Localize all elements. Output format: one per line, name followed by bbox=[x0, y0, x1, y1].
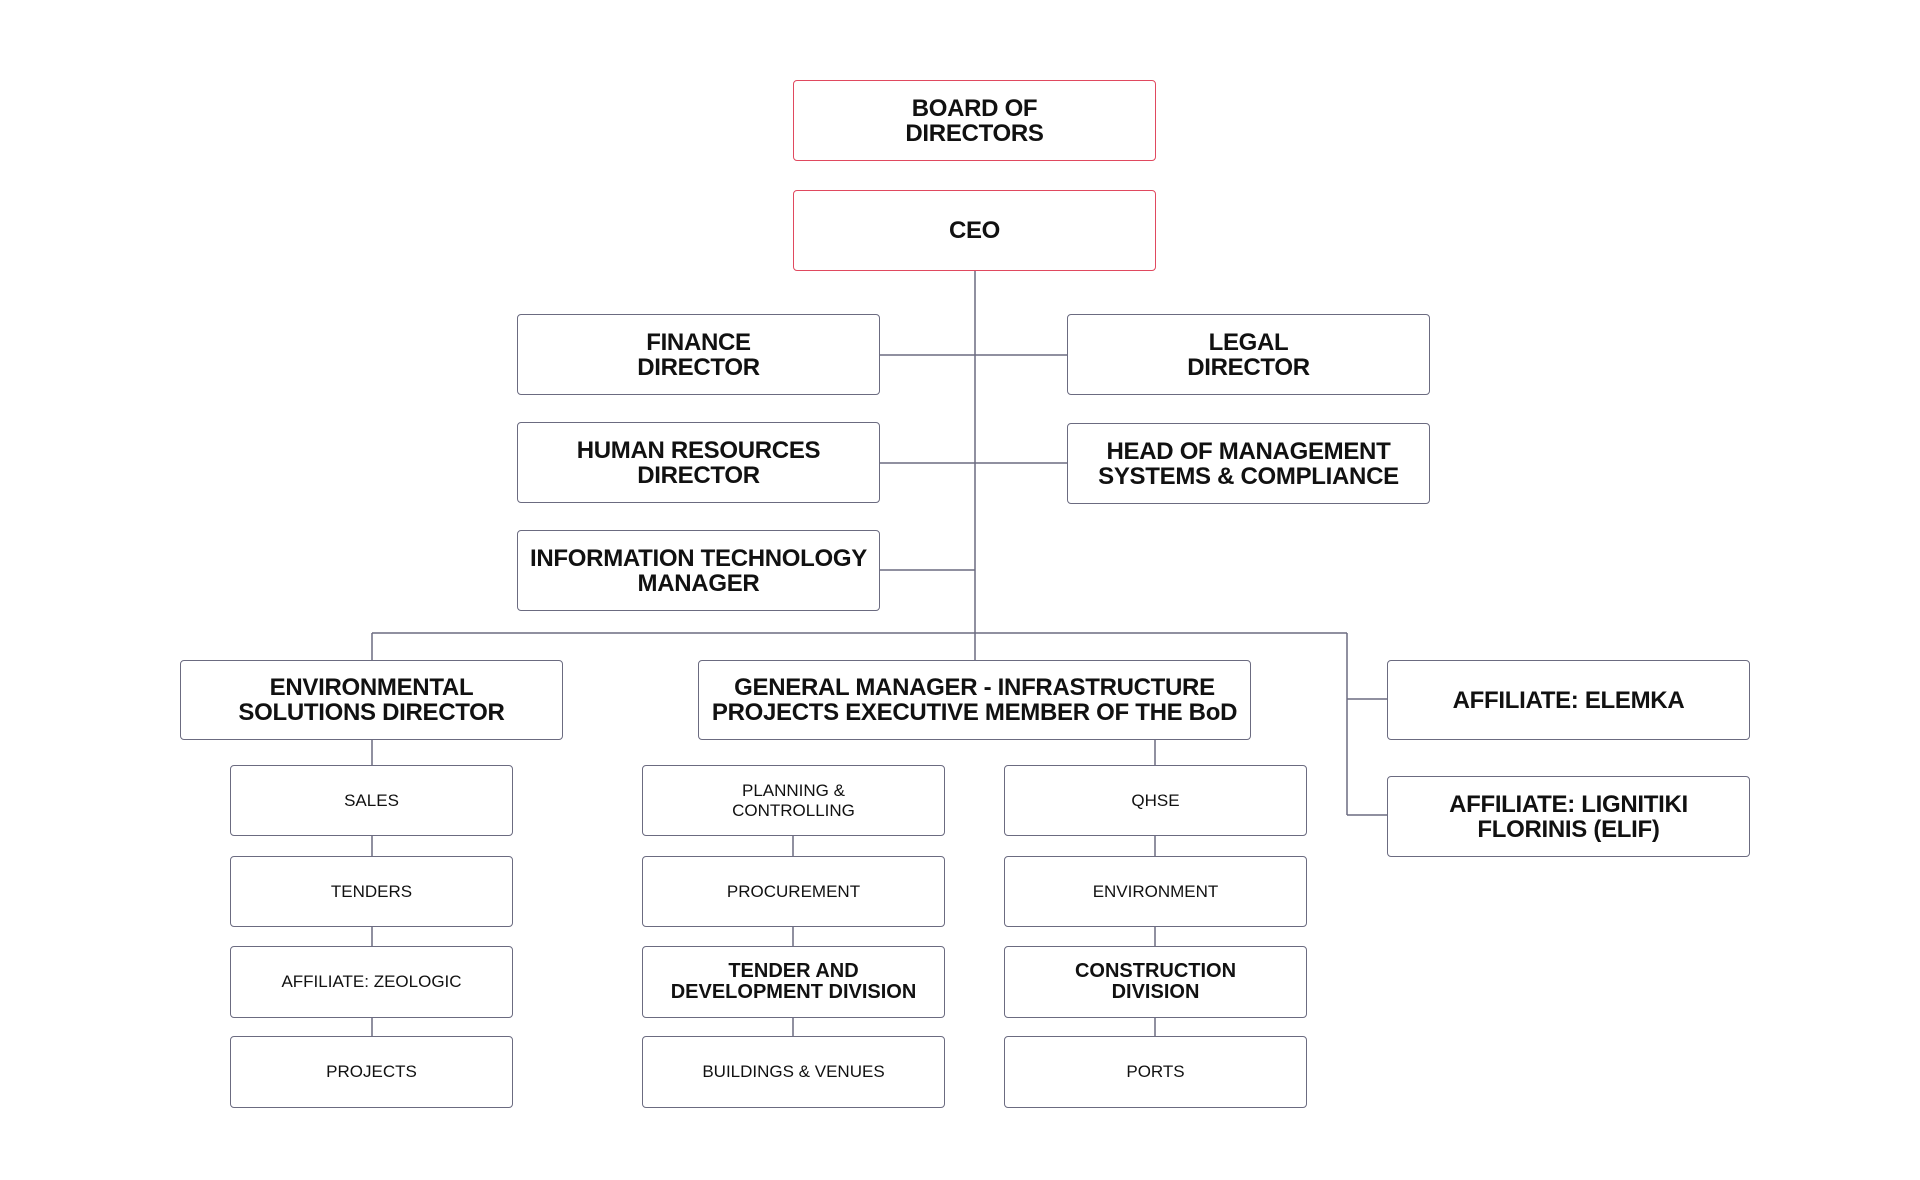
affiliate-elemka-label: AFFILIATE: ELEMKA bbox=[1452, 686, 1685, 714]
qhse-label: QHSE bbox=[1131, 790, 1180, 810]
finance-director-label: FINANCE DIRECTOR bbox=[637, 328, 760, 381]
construction-division-box: CONSTRUCTION DIVISION bbox=[1004, 946, 1307, 1018]
projects-box: PROJECTS bbox=[230, 1036, 513, 1108]
tenders-label: TENDERS bbox=[330, 881, 413, 901]
hr-director-label: HUMAN RESOURCES DIRECTOR bbox=[576, 436, 821, 489]
planning-controlling-label: PLANNING & CONTROLLING bbox=[732, 780, 855, 820]
ports-label: PORTS bbox=[1126, 1062, 1185, 1081]
tenders-box: TENDERS bbox=[230, 856, 513, 927]
legal-director-box: LEGAL DIRECTOR bbox=[1067, 314, 1430, 395]
gm-infrastructure-box: GENERAL MANAGER - INFRASTRUCTURE PROJECT… bbox=[698, 660, 1251, 740]
tender-development-box: TENDER AND DEVELOPMENT DIVISION bbox=[642, 946, 945, 1018]
finance-director-box: FINANCE DIRECTOR bbox=[517, 314, 880, 395]
buildings-venues-label: BUILDINGS & VENUES bbox=[702, 1062, 885, 1081]
sales-label: SALES bbox=[344, 790, 399, 810]
affiliate-lignitiki-box: AFFILIATE: LIGNITIKI FLORINIS (ELIF) bbox=[1387, 776, 1750, 857]
affiliate-lignitiki-label: AFFILIATE: LIGNITIKI FLORINIS (ELIF) bbox=[1449, 790, 1688, 843]
env-solutions-director-box: ENVIRONMENTAL SOLUTIONS DIRECTOR bbox=[180, 660, 563, 740]
gm-infrastructure-label: GENERAL MANAGER - INFRASTRUCTURE PROJECT… bbox=[711, 674, 1238, 726]
ports-box: PORTS bbox=[1004, 1036, 1307, 1108]
hr-director-box: HUMAN RESOURCES DIRECTOR bbox=[517, 422, 880, 503]
head-of-management-label: HEAD OF MANAGEMENT SYSTEMS & COMPLIANCE bbox=[1098, 437, 1399, 490]
sales-box: SALES bbox=[230, 765, 513, 836]
env-solutions-director-label: ENVIRONMENTAL SOLUTIONS DIRECTOR bbox=[238, 674, 505, 726]
board-of-directors-label: BOARD OF DIRECTORS bbox=[905, 94, 1044, 147]
ceo-label: CEO bbox=[948, 217, 1001, 244]
ceo-box: CEO bbox=[793, 190, 1156, 271]
environment-label: ENVIRONMENT bbox=[1092, 881, 1219, 901]
affiliate-zeologic-label: AFFILIATE: ZEOLOGIC bbox=[281, 972, 462, 991]
procurement-box: PROCUREMENT bbox=[642, 856, 945, 927]
planning-controlling-box: PLANNING & CONTROLLING bbox=[642, 765, 945, 836]
affiliate-elemka-box: AFFILIATE: ELEMKA bbox=[1387, 660, 1750, 740]
construction-division-label: CONSTRUCTION DIVISION bbox=[1074, 960, 1237, 1003]
affiliate-zeologic-box: AFFILIATE: ZEOLOGIC bbox=[230, 946, 513, 1018]
it-manager-box: INFORMATION TECHNOLOGY MANAGER bbox=[517, 530, 880, 611]
buildings-venues-box: BUILDINGS & VENUES bbox=[642, 1036, 945, 1108]
qhse-box: QHSE bbox=[1004, 765, 1307, 836]
head-of-management-box: HEAD OF MANAGEMENT SYSTEMS & COMPLIANCE bbox=[1067, 423, 1430, 504]
board-of-directors-box: BOARD OF DIRECTORS bbox=[793, 80, 1156, 161]
procurement-label: PROCUREMENT bbox=[726, 881, 861, 901]
it-manager-label: INFORMATION TECHNOLOGY MANAGER bbox=[530, 544, 867, 597]
projects-label: PROJECTS bbox=[326, 1062, 417, 1081]
legal-director-label: LEGAL DIRECTOR bbox=[1187, 328, 1310, 381]
tender-development-label: TENDER AND DEVELOPMENT DIVISION bbox=[670, 960, 917, 1003]
environment-box: ENVIRONMENT bbox=[1004, 856, 1307, 927]
